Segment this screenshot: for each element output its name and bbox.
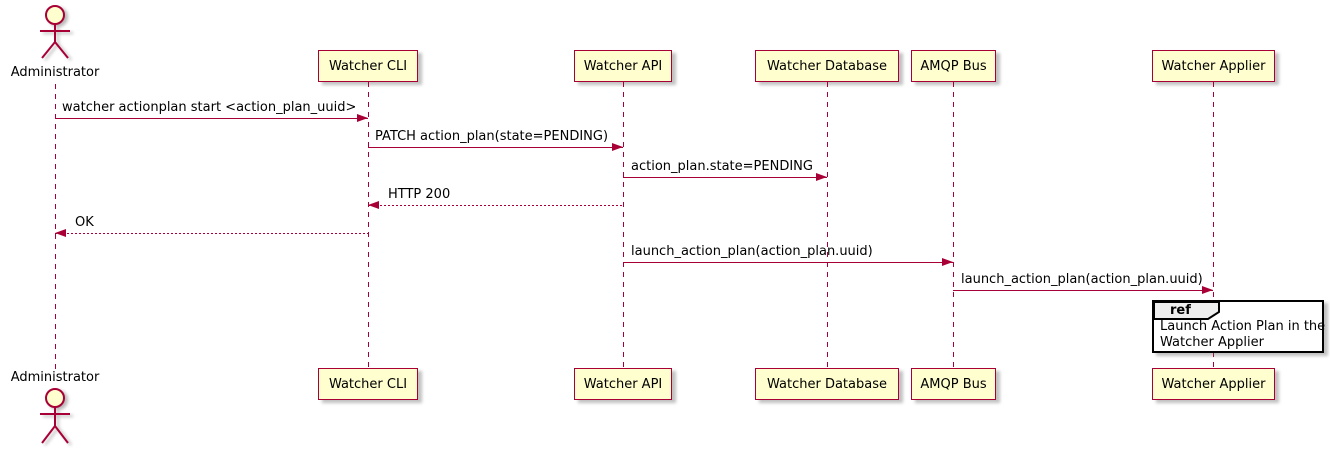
participant-watcher-database-top: Watcher Database bbox=[755, 50, 899, 82]
lifeline-administrator bbox=[55, 84, 56, 370]
actor-name-bottom: Administrator bbox=[10, 370, 100, 385]
participant-label: Watcher API bbox=[583, 376, 663, 392]
arrowhead-left-icon bbox=[55, 229, 66, 237]
actor-name-top: Administrator bbox=[10, 65, 100, 80]
actor-icon bbox=[40, 388, 70, 444]
message-label: OK bbox=[75, 215, 94, 230]
participant-amqp-bus-bottom: AMQP Bus bbox=[911, 368, 996, 400]
ref-tab-shape bbox=[1153, 301, 1220, 320]
participant-label: Watcher Applier bbox=[1161, 58, 1266, 74]
lifeline-watcher-database bbox=[827, 82, 828, 368]
ref-text-line1: Launch Action Plan in the bbox=[1160, 319, 1326, 334]
message-line bbox=[368, 147, 623, 148]
participant-watcher-applier-top: Watcher Applier bbox=[1152, 50, 1275, 82]
message-label: HTTP 200 bbox=[388, 187, 451, 202]
message-line-return bbox=[368, 205, 623, 206]
message-line-return bbox=[55, 233, 368, 234]
message-line bbox=[623, 262, 953, 263]
participant-label: AMQP Bus bbox=[920, 58, 987, 74]
ref-text-line2: Watcher Applier bbox=[1160, 335, 1264, 350]
arrowhead-right-icon bbox=[1202, 286, 1213, 294]
participant-watcher-cli-bottom: Watcher CLI bbox=[318, 368, 418, 400]
message-line bbox=[953, 290, 1213, 291]
arrowhead-right-icon bbox=[942, 258, 953, 266]
participant-watcher-applier-bottom: Watcher Applier bbox=[1152, 368, 1275, 400]
participant-watcher-database-bottom: Watcher Database bbox=[755, 368, 899, 400]
message-label: launch_action_plan(action_plan.uuid) bbox=[961, 272, 1203, 287]
lifeline-watcher-cli bbox=[368, 82, 369, 368]
participant-label: Watcher Database bbox=[767, 376, 887, 392]
participant-watcher-api-top: Watcher API bbox=[574, 50, 672, 82]
arrowhead-right-icon bbox=[816, 173, 827, 181]
ref-fragment: ref Launch Action Plan in the Watcher Ap… bbox=[1152, 300, 1325, 353]
message-line bbox=[55, 118, 368, 119]
participant-watcher-cli-top: Watcher CLI bbox=[318, 50, 418, 82]
message-label: action_plan.state=PENDING bbox=[631, 159, 813, 174]
message-label: launch_action_plan(action_plan.uuid) bbox=[631, 244, 873, 259]
participant-label: Watcher Database bbox=[767, 58, 887, 74]
participant-amqp-bus-top: AMQP Bus bbox=[911, 50, 996, 82]
ref-keyword: ref bbox=[1170, 303, 1191, 318]
participant-label: Watcher Applier bbox=[1161, 376, 1266, 392]
arrowhead-left-icon bbox=[368, 201, 379, 209]
lifeline-watcher-api bbox=[623, 82, 624, 368]
ref-text: Launch Action Plan in the Watcher Applie… bbox=[1160, 319, 1325, 351]
arrowhead-right-icon bbox=[612, 143, 623, 151]
participant-label: AMQP Bus bbox=[920, 376, 987, 392]
lifeline-watcher-applier bbox=[1213, 82, 1214, 368]
message-line bbox=[623, 177, 827, 178]
message-label: PATCH action_plan(state=PENDING) bbox=[375, 129, 609, 144]
actor-icon bbox=[40, 5, 70, 59]
lifeline-amqp-bus bbox=[953, 82, 954, 368]
participant-label: Watcher CLI bbox=[328, 376, 408, 392]
participant-watcher-api-bottom: Watcher API bbox=[574, 368, 672, 400]
arrowhead-right-icon bbox=[357, 114, 368, 122]
message-label: watcher actionplan start <action_plan_uu… bbox=[62, 100, 357, 115]
participant-label: Watcher CLI bbox=[328, 58, 408, 74]
participant-label: Watcher API bbox=[583, 58, 663, 74]
